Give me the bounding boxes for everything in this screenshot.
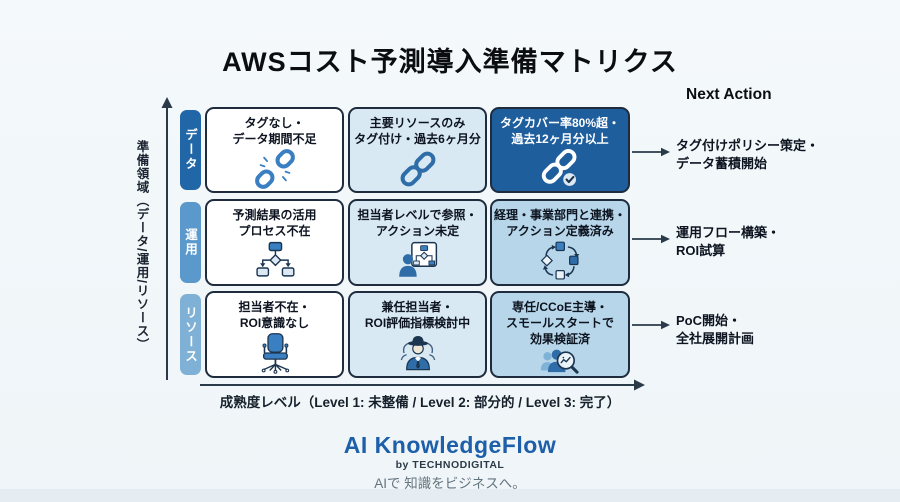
- cycle-flowchart-icon: [540, 241, 580, 280]
- matrix-cell-operations-level1: 予測結果の活用 プロセス不在: [205, 199, 344, 286]
- footer-strip: [0, 489, 900, 502]
- next-action-arrow-3: [632, 320, 670, 330]
- cell-text: タグカバー率80%超・ 過去12ヶ月分以上: [499, 116, 621, 146]
- matrix-cell-operations-level3: 経理・事業部門と連携・ アクション定義済み: [490, 199, 630, 286]
- x-axis-label: 成熟度レベル（Level 1: 未整備 / Level 2: 部分的 / Lev…: [219, 395, 621, 410]
- next-action-item-1: タグ付けポリシー策定・ データ蓄積開始: [676, 138, 820, 171]
- cell-text: 経理・事業部門と連携・ アクション定義済み: [494, 208, 627, 238]
- team-magnifier-icon: [540, 349, 579, 374]
- next-action-item-2: 運用フロー構築・ ROI試算: [676, 225, 781, 258]
- matrix-cell-resources-level3: 専任/CCoE主導・ スモールスタートで 効果検証済: [490, 291, 630, 378]
- row-label-resources: リソース: [180, 294, 201, 375]
- brand-logo: AI KnowledgeFlow: [343, 432, 557, 458]
- person-flowchart-icon: [398, 241, 437, 277]
- cell-text: 専任/CCoE主導・ スモールスタートで 効果検証済: [505, 300, 614, 346]
- matrix-cell-resources-level1: 担当者不在・ ROI意識なし: [205, 291, 344, 378]
- detective-person-icon: [400, 335, 435, 371]
- broken-chain-icon: [254, 149, 295, 189]
- cell-text: 主要リソースのみ タグ付け・過去6ヶ月分: [354, 116, 481, 146]
- row-label-data: データ: [180, 110, 201, 190]
- matrix-cell-data-level2: 主要リソースのみ タグ付け・過去6ヶ月分: [348, 107, 487, 193]
- matrix-cell-resources-level2: 兼任担当者・ ROI評価指標検討中: [348, 291, 487, 378]
- next-action-heading: Next Action: [686, 86, 772, 103]
- brand-byline: by TECHNODIGITAL: [395, 459, 505, 471]
- next-action-arrow-1: [632, 147, 670, 157]
- cell-text: タグなし・ データ期間不足: [232, 116, 317, 146]
- flowchart-icon: [255, 241, 295, 277]
- matrix-cell-data-level1: タグなし・ データ期間不足: [205, 107, 344, 193]
- next-action-arrow-2: [632, 234, 670, 244]
- matrix-cell-operations-level2: 担当者レベルで参照・ アクション未定: [348, 199, 487, 286]
- cell-text: 担当者レベルで参照・ アクション未定: [357, 208, 478, 238]
- row-label-operations: 運用: [180, 202, 201, 283]
- cell-text: 予測結果の活用 プロセス不在: [232, 208, 317, 238]
- cell-text: 担当者不在・ ROI意識なし: [238, 300, 311, 330]
- next-action-item-3: PoC開始・ 全社展開計画: [676, 313, 755, 346]
- empty-chair-icon: [261, 333, 289, 374]
- brand-tagline: AIで 知識をビジネスへ。: [374, 476, 526, 491]
- cell-text: 兼任担当者・ ROI評価指標検討中: [364, 300, 471, 330]
- x-axis-arrow: [200, 379, 645, 391]
- chain-icon: [400, 151, 435, 187]
- y-axis-arrow: [161, 97, 173, 380]
- matrix-cell-data-level3: タグカバー率80%超・ 過去12ヶ月分以上: [490, 107, 630, 193]
- chain-check-icon: [541, 148, 578, 188]
- page-title: AWSコスト予測導入準備マトリクス: [222, 47, 678, 77]
- y-axis-label: 準備領域（データ/運用/リソース）: [134, 140, 149, 352]
